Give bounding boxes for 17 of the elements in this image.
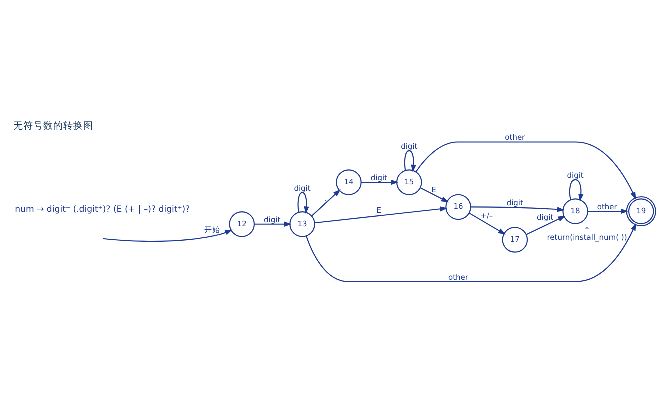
arrow <box>306 222 636 282</box>
arrow <box>254 221 292 227</box>
arrow <box>420 187 449 202</box>
arrow <box>298 192 310 214</box>
arrow <box>468 212 506 234</box>
arrow <box>588 208 629 214</box>
arrow <box>314 206 448 224</box>
label: num → digit⁺ (.digit⁺)? (E (+ | –)? digit⁺)? <box>15 204 190 214</box>
arrow <box>416 141 636 200</box>
arrow <box>404 150 416 172</box>
arrow <box>569 178 584 202</box>
arrow <box>311 188 341 216</box>
arrow <box>526 215 566 235</box>
arrow <box>470 206 565 212</box>
diagram-title: 无符号数的转换图 <box>14 120 94 132</box>
arrow <box>103 229 233 242</box>
arrow <box>361 179 399 185</box>
